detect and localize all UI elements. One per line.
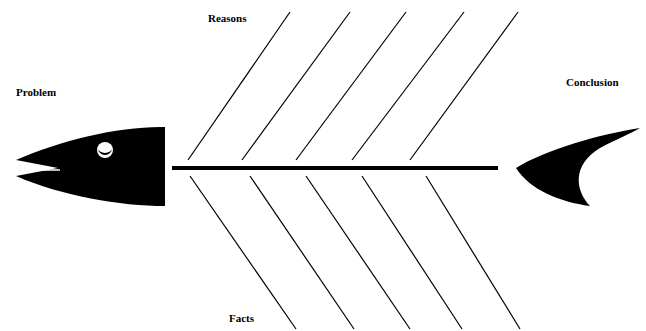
conclusion-label: Conclusion	[565, 76, 620, 89]
fish-head	[16, 127, 165, 206]
reason-bones	[188, 12, 518, 160]
fish-eye	[97, 142, 113, 158]
problem-label: Problem	[15, 86, 57, 99]
fish-mouth	[22, 169, 60, 171]
fact-bones	[190, 176, 520, 329]
reasons-label: Reasons	[207, 12, 248, 25]
fish-tail	[516, 128, 640, 206]
spine-line	[172, 166, 498, 170]
eye-pupil	[98, 148, 112, 155]
facts-label: Facts	[228, 312, 255, 325]
